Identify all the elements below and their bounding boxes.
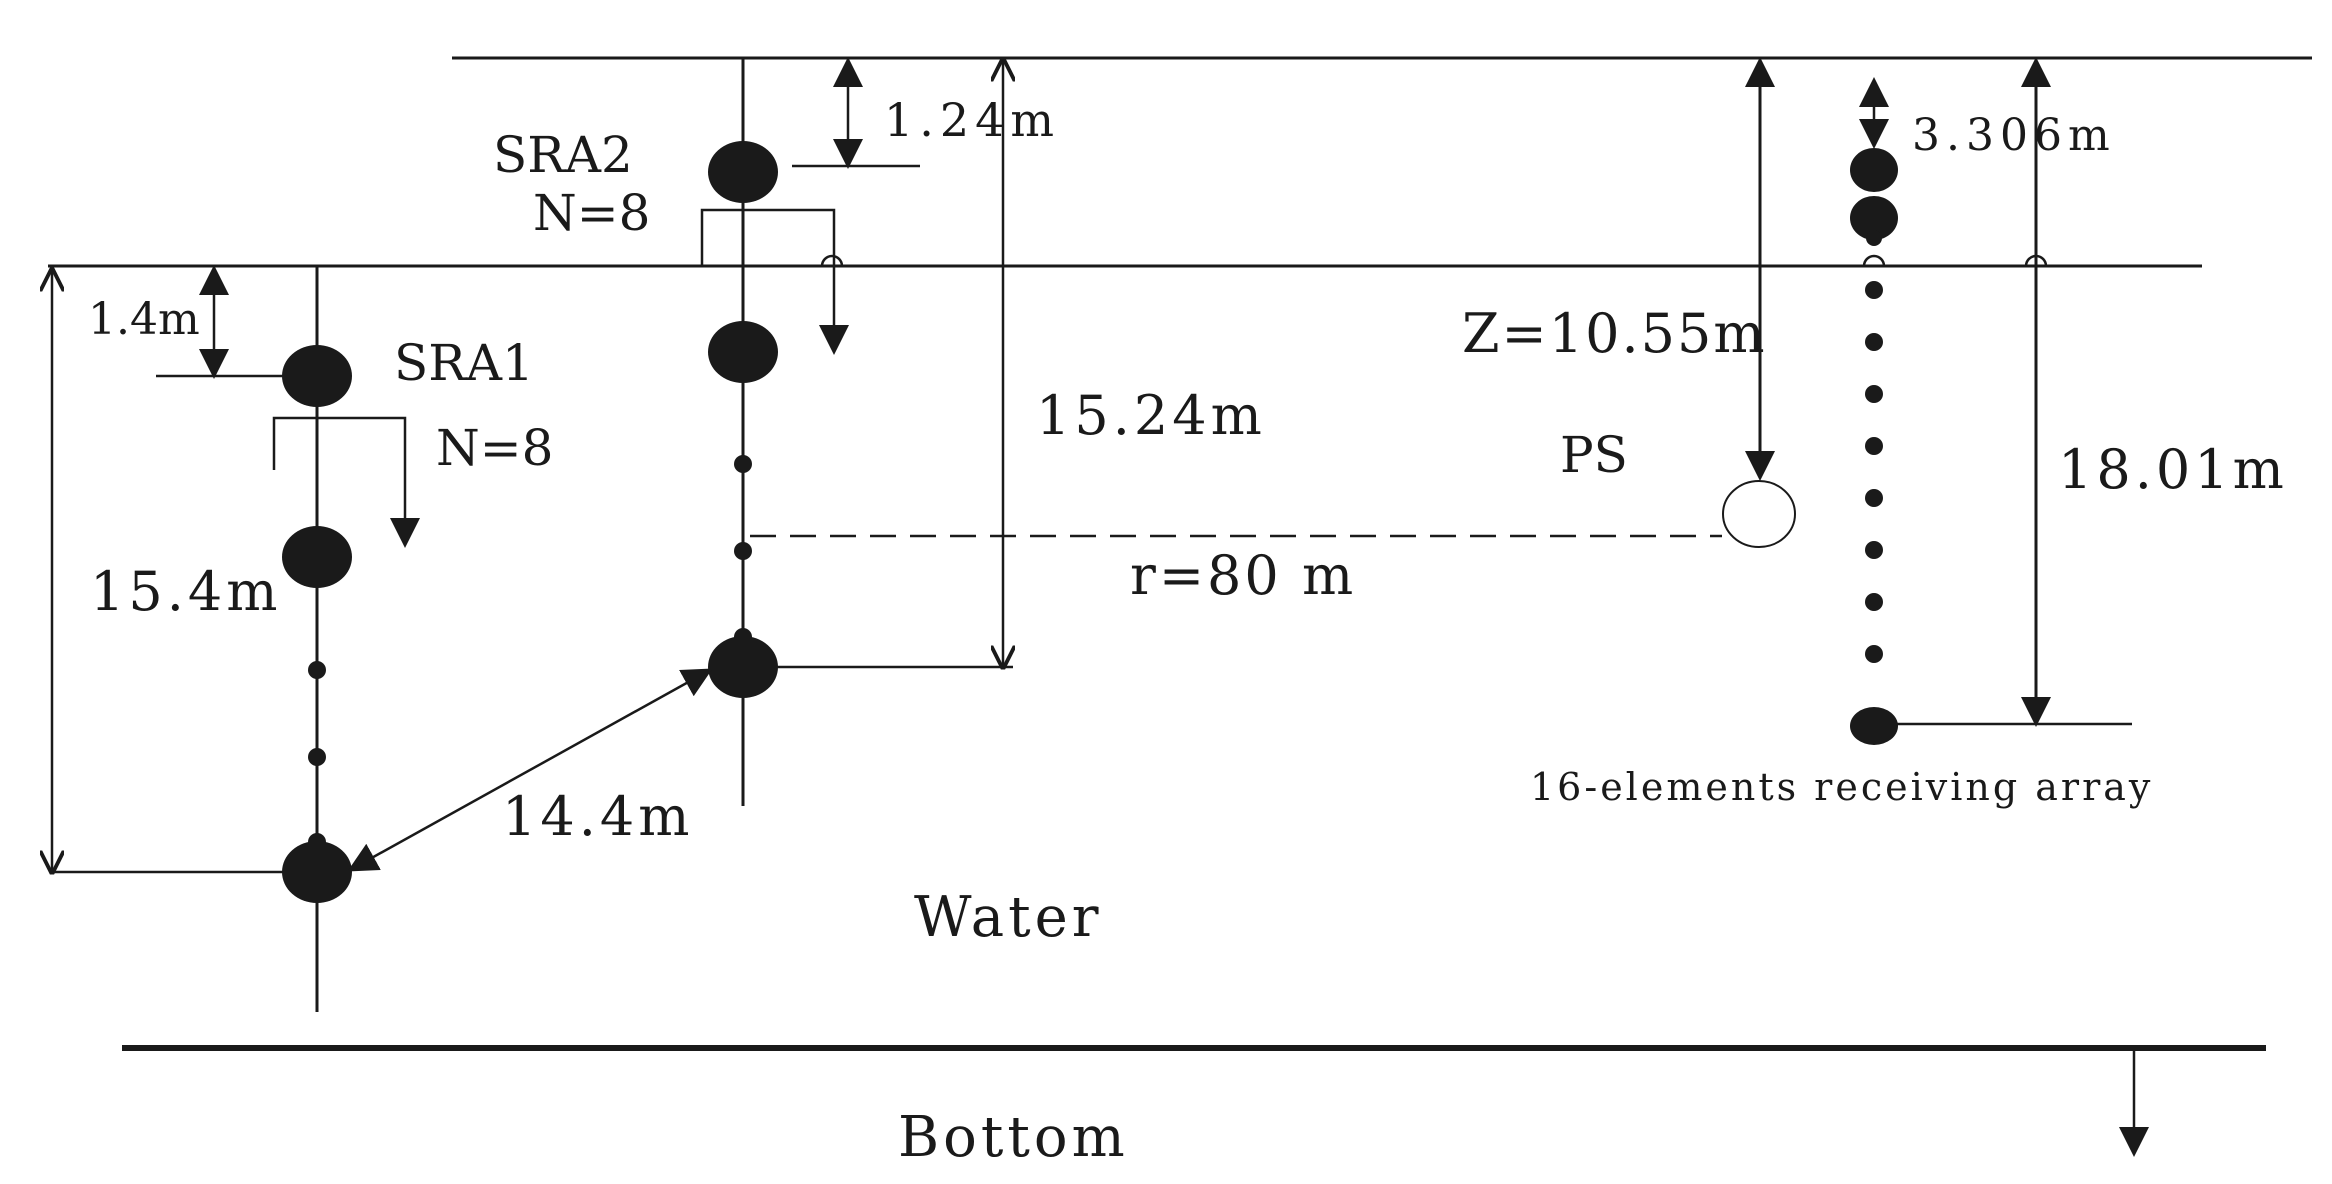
water-label: Water	[914, 885, 1103, 950]
dim-14-4-line	[347, 668, 713, 872]
dim-15-24-label: 15.24m	[1036, 384, 1266, 447]
sra1-n-label: N=8	[436, 419, 553, 477]
sra2-array	[708, 58, 778, 806]
sra2-bracket	[700, 208, 849, 355]
point-source	[1722, 480, 1796, 548]
bottom-label: Bottom	[898, 1105, 1129, 1170]
dim-3-306-label: 3.306m	[1912, 110, 2116, 161]
receiving-array-label: 16-elements receiving array	[1530, 765, 2153, 809]
sra2-label: SRA2	[493, 126, 633, 184]
dim-1-4-label: 1.4m	[88, 294, 200, 345]
dim-14-4-label: 14.4m	[502, 785, 693, 848]
crossing-hump	[820, 254, 844, 267]
sra1-bracket	[272, 416, 420, 548]
sra2-n-label: N=8	[533, 184, 650, 242]
dim-z-label: Z=10.55m	[1462, 302, 1767, 365]
range-label: r=80 m	[1130, 544, 1356, 607]
dim-1-24-label: 1.24m	[884, 93, 1060, 147]
dim-18-01-label: 18.01m	[2058, 438, 2288, 501]
sra1-label: SRA1	[394, 334, 534, 392]
receiving-array	[1850, 148, 1898, 745]
ps-label: PS	[1560, 426, 1628, 484]
sra1-array	[282, 266, 352, 1012]
crossing-hump	[1862, 254, 1886, 267]
dim-15-4-label: 15.4m	[90, 560, 281, 623]
